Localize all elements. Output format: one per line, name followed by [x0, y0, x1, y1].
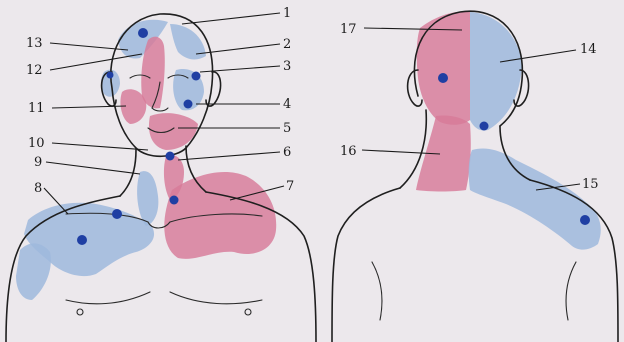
leader-1: [182, 13, 280, 24]
label-16: 16: [340, 144, 357, 159]
label-1: 1: [283, 6, 291, 21]
back-spine-hint: [372, 262, 576, 320]
label-15: 15: [582, 177, 599, 192]
point-occiput-left: [438, 73, 448, 83]
label-17: 17: [340, 22, 357, 37]
leader-12: [50, 54, 142, 70]
point-chin: [166, 152, 175, 161]
front-view: 1 2 3 4 5 6 7 8 9 10 11 12 13: [6, 6, 316, 342]
label-7: 7: [286, 179, 294, 194]
point-cheek-right: [184, 100, 193, 109]
zone-arm-left-blue: [16, 243, 51, 300]
point-brow-right: [192, 72, 201, 81]
point-nape: [480, 122, 489, 131]
point-shoulder: [77, 235, 87, 245]
right-ear: [206, 72, 221, 106]
right-nipple: [245, 309, 251, 315]
label-12: 12: [26, 63, 43, 78]
point-clavicle: [112, 209, 122, 219]
label-9: 9: [34, 155, 42, 170]
zone-shoulder-back-blue: [469, 148, 601, 249]
point-shoulder-back: [580, 215, 590, 225]
label-4: 4: [283, 97, 291, 112]
leader-9: [46, 162, 140, 174]
label-3: 3: [283, 59, 291, 74]
leader-6: [178, 152, 280, 160]
point-temple: [107, 72, 114, 79]
label-5: 5: [283, 121, 291, 136]
point-forehead-left: [138, 28, 148, 38]
back-view: 14 15 16 17: [332, 11, 618, 342]
label-13: 13: [26, 36, 43, 51]
left-nipple: [77, 309, 83, 315]
pectoral-lines: [66, 292, 262, 304]
zone-back-head-pink: [417, 12, 470, 125]
label-14: 14: [580, 42, 597, 57]
label-11: 11: [28, 101, 45, 116]
point-neck: [170, 196, 179, 205]
label-2: 2: [283, 37, 291, 52]
label-8: 8: [34, 181, 42, 196]
zone-back-head-blue: [470, 12, 522, 131]
zone-neck-blue: [137, 171, 158, 226]
label-6: 6: [283, 145, 291, 160]
label-10: 10: [28, 136, 45, 151]
